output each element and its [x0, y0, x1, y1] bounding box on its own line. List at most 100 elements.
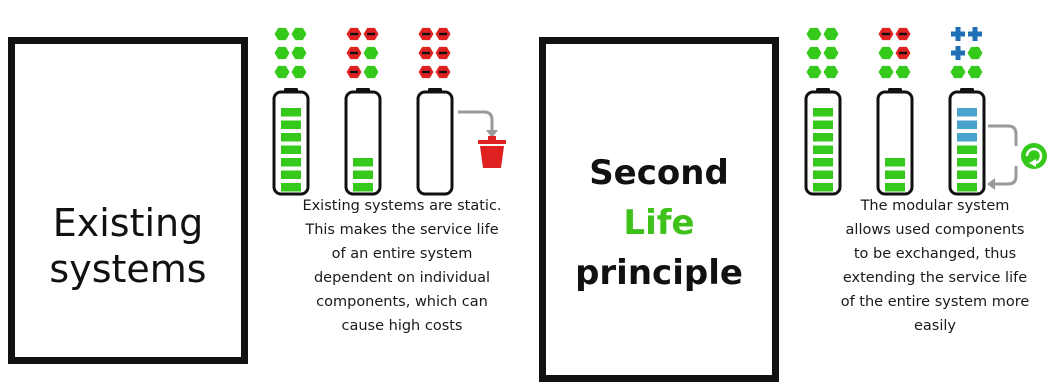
good-cell-icon: [274, 65, 290, 79]
discard-arrow: [458, 110, 494, 132]
minus-mark: [439, 32, 447, 36]
charge-bar: [353, 170, 373, 179]
good-cell-icon: [274, 46, 290, 60]
charge-bar: [281, 145, 301, 154]
arrow-head: [486, 130, 498, 138]
description-line: The modular system: [860, 198, 1010, 214]
minus-mark: [422, 51, 430, 55]
title-line-life: Life: [623, 202, 695, 243]
charge-bar: [957, 183, 977, 192]
charge-bar: [281, 108, 301, 117]
second-life-battery-diagram: [804, 27, 1047, 196]
charge-bar: [353, 158, 373, 167]
good-cell-icon: [291, 27, 307, 41]
minus-mark: [350, 70, 358, 74]
minus-mark: [882, 32, 890, 36]
charge-bar: [957, 170, 977, 179]
description-line: Existing systems are static.: [302, 198, 502, 214]
new-charge-bar: [957, 120, 977, 129]
new-charge-bar: [957, 108, 977, 117]
existing-systems-box: Existing systems: [8, 37, 248, 364]
good-cell-icon: [950, 65, 966, 79]
minus-mark: [439, 51, 447, 55]
recycle-icon: [1021, 143, 1047, 169]
charge-bar: [813, 145, 833, 154]
good-cell-icon: [967, 46, 983, 60]
description-line: extending the service life: [842, 270, 1028, 286]
new-cell-icon: [951, 27, 965, 41]
battery-icon: [876, 90, 914, 196]
new-cell-icon: [968, 27, 982, 41]
charge-bar: [813, 133, 833, 142]
existing-systems-title: Existing systems: [49, 200, 206, 292]
charge-bar: [353, 183, 373, 192]
description-line: cause high costs: [341, 318, 463, 334]
minus-mark: [899, 51, 907, 55]
good-cell-icon: [806, 27, 822, 41]
existing-systems-battery-diagram: [272, 27, 506, 196]
charge-bar: [281, 120, 301, 129]
description-line: This makes the service life: [305, 222, 499, 238]
second-life-title: Second Life principle: [575, 148, 743, 298]
minus-mark: [422, 70, 430, 74]
good-cell-icon: [895, 65, 911, 79]
description-line: easily: [914, 318, 956, 334]
existing-systems-description: Existing systems are static. This makes …: [268, 194, 536, 338]
battery-icon: [416, 90, 454, 196]
title-line-2: systems: [49, 246, 207, 291]
good-cell-icon: [823, 46, 839, 60]
charge-bar: [813, 170, 833, 179]
charge-bar: [281, 170, 301, 179]
charge-bar: [813, 183, 833, 192]
minus-mark: [422, 32, 430, 36]
battery-icon: [948, 90, 986, 196]
description-line: allows used components: [845, 222, 1025, 238]
title-line-principle: principle: [575, 252, 743, 293]
title-line-second: Second: [589, 152, 729, 193]
second-life-box: Second Life principle: [539, 37, 779, 382]
good-cell-icon: [274, 27, 290, 41]
charge-bar: [813, 120, 833, 129]
second-life-description: The modular system allows used component…: [790, 194, 1048, 338]
minus-mark: [350, 51, 358, 55]
good-cell-icon: [823, 65, 839, 79]
good-cell-icon: [291, 46, 307, 60]
minus-mark: [350, 32, 358, 36]
charge-bar: [885, 183, 905, 192]
new-cell-icon: [951, 46, 965, 60]
loop-arrow-bottom: [994, 166, 1018, 186]
minus-mark: [899, 32, 907, 36]
good-cell-icon: [878, 46, 894, 60]
charge-bar: [813, 158, 833, 167]
arrow-head: [987, 178, 995, 190]
good-cell-icon: [967, 65, 983, 79]
charge-bar: [957, 145, 977, 154]
good-cell-icon: [291, 65, 307, 79]
good-cell-icon: [806, 46, 822, 60]
description-line: components, which can: [316, 294, 488, 310]
good-cell-icon: [823, 27, 839, 41]
minus-mark: [367, 32, 375, 36]
title-line-1: Existing: [52, 200, 204, 245]
description-line: to be exchanged, thus: [853, 246, 1017, 262]
good-cell-icon: [363, 65, 379, 79]
charge-bar: [281, 133, 301, 142]
battery-icon: [344, 90, 382, 196]
battery-icon: [272, 90, 310, 196]
description-line: of an entire system: [331, 246, 473, 262]
good-cell-icon: [363, 46, 379, 60]
new-charge-bar: [957, 133, 977, 142]
charge-bar: [813, 108, 833, 117]
charge-bar: [957, 158, 977, 167]
battery-icon: [804, 90, 842, 196]
good-cell-icon: [806, 65, 822, 79]
description-line: dependent on individual: [313, 270, 491, 286]
minus-mark: [439, 70, 447, 74]
charge-bar: [885, 158, 905, 167]
good-cell-icon: [878, 65, 894, 79]
charge-bar: [885, 170, 905, 179]
charge-bar: [281, 158, 301, 167]
loop-arrow-top: [988, 124, 1018, 146]
trash-icon: [478, 136, 506, 168]
charge-bar: [281, 183, 301, 192]
